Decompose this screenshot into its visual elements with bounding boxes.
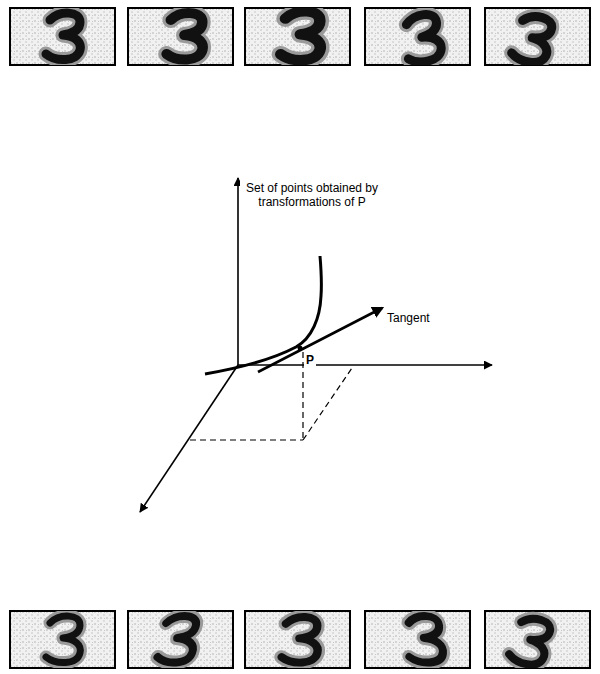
- coordinate-axes: [140, 178, 492, 512]
- digit-image: [128, 8, 233, 65]
- point-label: P: [304, 353, 316, 367]
- digit-image: [365, 611, 470, 668]
- point-marker: [298, 346, 303, 351]
- digit-image: [245, 8, 350, 65]
- digit-image: [10, 8, 115, 65]
- digit-image: [365, 8, 470, 65]
- transformation-curve: [205, 256, 321, 374]
- digit-image: [485, 8, 590, 65]
- digit-image: [128, 611, 233, 668]
- digit-image: [10, 611, 115, 668]
- caption-label: Set of points obtained by transformation…: [240, 181, 384, 209]
- tangent-line: [258, 308, 382, 372]
- digit-image: [485, 611, 590, 668]
- digit-image: [245, 611, 350, 668]
- tangent-label: Tangent: [385, 311, 432, 325]
